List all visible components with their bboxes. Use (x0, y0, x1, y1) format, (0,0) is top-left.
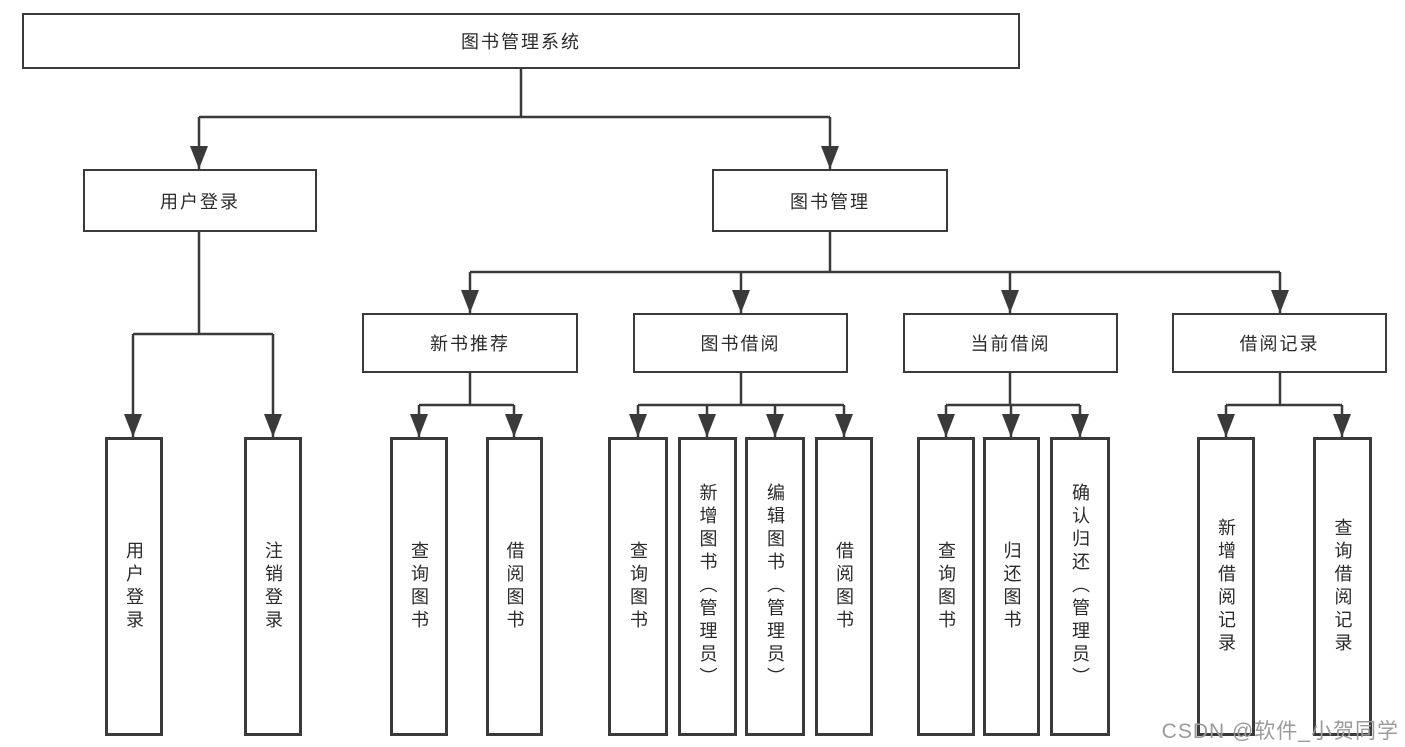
node-book-management-branch: 图书管理 (712, 169, 948, 232)
leaf-return-book: 归还图书 (983, 437, 1040, 736)
leaf-logout: 注销登录 (244, 437, 302, 736)
leaf-add-borrow-record: 新增借阅记录 (1197, 437, 1255, 736)
leaf-add-book-admin: 新增图书（管理员） (678, 437, 737, 736)
leaf-borrow-book-recommend: 借阅图书 (486, 437, 543, 736)
node-new-book-recommend: 新书推荐 (362, 313, 578, 373)
leaf-query-book-borrowing: 查询图书 (608, 437, 668, 736)
connector-borrowing-to-leaves (629, 373, 853, 437)
leaf-query-book-recommend: 查询图书 (390, 437, 448, 736)
node-book-borrowing: 图书借阅 (633, 313, 848, 373)
leaf-query-borrow-record: 查询借阅记录 (1313, 437, 1372, 736)
connector-new-rec-to-leaves (410, 373, 523, 437)
leaf-edit-book-admin: 编辑图书（管理员） (745, 437, 805, 736)
leaf-borrow-book: 借阅图书 (815, 437, 873, 736)
node-current-borrowing: 当前借阅 (903, 313, 1118, 373)
connector-user-login-to-leaves (124, 232, 282, 437)
connector-current-to-leaves (937, 373, 1089, 437)
node-borrowing-records: 借阅记录 (1172, 313, 1387, 373)
connector-records-to-leaves (1217, 373, 1351, 437)
leaf-query-book-current: 查询图书 (917, 437, 975, 736)
node-root-system: 图书管理系统 (22, 13, 1020, 69)
connector-root-to-level2 (190, 69, 839, 169)
leaf-confirm-return-admin: 确认归还（管理员） (1050, 437, 1110, 736)
node-user-login-branch: 用户登录 (83, 169, 317, 232)
csdn-watermark: CSDN @软件_小贺同学 (1161, 720, 1399, 743)
connector-book-mgmt-to-level3 (461, 232, 1289, 313)
leaf-user-login: 用户登录 (105, 437, 163, 736)
